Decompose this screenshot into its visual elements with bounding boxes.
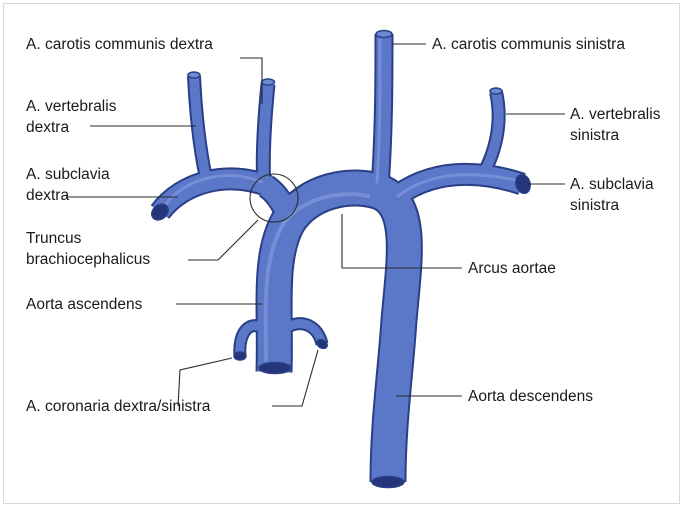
label-carotis-communis-dextra: A. carotis communis dextra bbox=[26, 34, 213, 55]
leader-truncus bbox=[188, 220, 258, 260]
label-coronaria-dextra-sinistra: A. coronaria dextra/sinistra bbox=[26, 396, 210, 417]
label-aorta-descendens: Aorta descendens bbox=[468, 386, 593, 407]
label-aorta-ascendens: Aorta ascendens bbox=[26, 294, 142, 315]
leader-carotis-dextra bbox=[240, 58, 262, 104]
label-carotis-communis-sinistra: A. carotis communis sinistra bbox=[432, 34, 625, 55]
label-vertebralis-dextra: A. vertebralis dextra bbox=[26, 96, 116, 138]
label-subclavia-dextra: A. subclavia dextra bbox=[26, 164, 110, 206]
label-truncus-brachiocephalicus: Truncus brachiocephalicus bbox=[26, 228, 150, 270]
label-arcus-aortae: Arcus aortae bbox=[468, 258, 556, 279]
label-vertebralis-sinistra: A. vertebralis sinistra bbox=[570, 104, 660, 146]
label-subclavia-sinistra: A. subclavia sinistra bbox=[570, 174, 654, 216]
